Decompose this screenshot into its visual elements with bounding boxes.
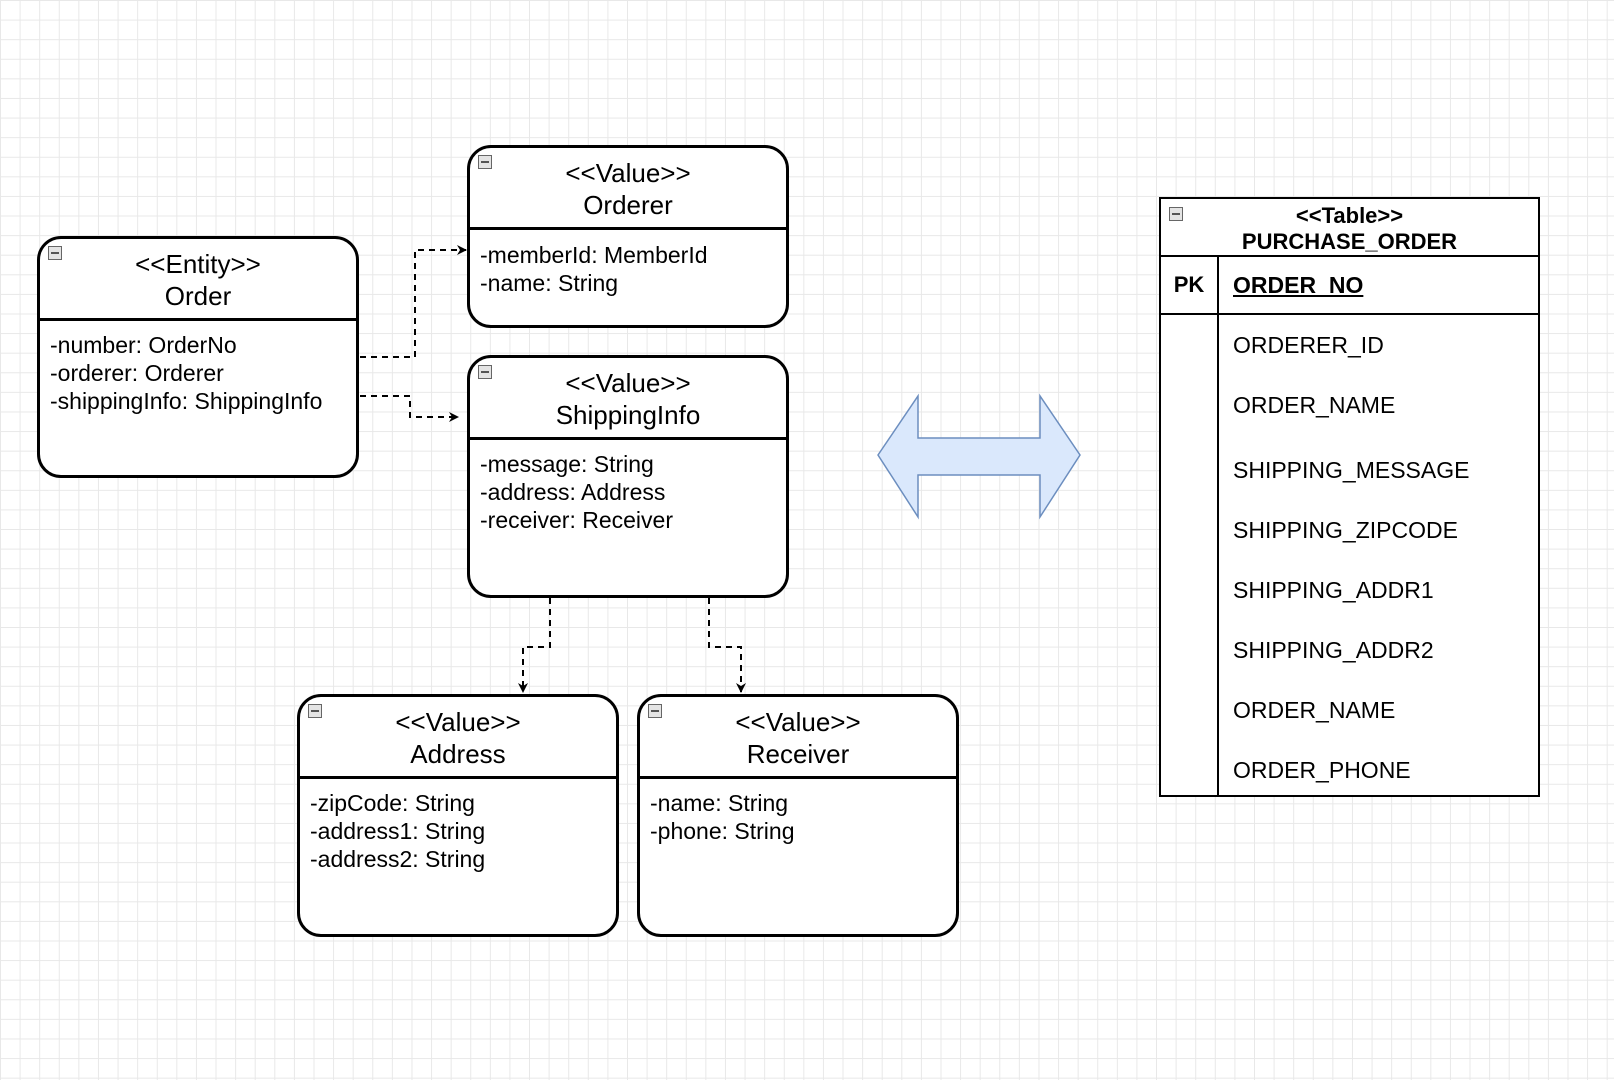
attribute: -number: OrderNo bbox=[50, 332, 237, 358]
minus-box-icon[interactable] bbox=[48, 246, 62, 260]
receiver-attributes: -name: String -phone: String bbox=[640, 779, 956, 845]
attribute: -memberId: MemberId bbox=[480, 242, 708, 268]
shippinginfo-value-class[interactable]: <<Value>> ShippingInfo -message: String … bbox=[467, 355, 789, 598]
primary-key-row[interactable]: PK ORDER_NO bbox=[1161, 257, 1538, 315]
class-name: Address bbox=[410, 739, 506, 769]
class-name: Receiver bbox=[746, 739, 850, 769]
attribute: -address2: String bbox=[310, 846, 486, 872]
table-column[interactable]: SHIPPING_MESSAGE bbox=[1233, 457, 1470, 483]
order-attributes: -number: OrderNo -orderer: Orderer -ship… bbox=[40, 321, 356, 415]
minus-box-icon[interactable] bbox=[648, 704, 662, 718]
table-header: <<Table>> PURCHASE_ORDER bbox=[1161, 199, 1538, 257]
table-stereotype: <<Table>> bbox=[1295, 203, 1404, 228]
shippinginfo-class-header: <<Value>> ShippingInfo bbox=[470, 358, 786, 440]
pk-column-name: ORDER_NO bbox=[1233, 272, 1364, 298]
shippinginfo-attributes: -message: String -address: Address -rece… bbox=[470, 440, 786, 534]
class-stereotype: <<Entity>> bbox=[135, 249, 261, 279]
table-column[interactable]: ORDERER_ID bbox=[1233, 332, 1384, 358]
attribute: -orderer: Orderer bbox=[50, 360, 224, 386]
class-stereotype: <<Value>> bbox=[565, 158, 691, 188]
attribute: -message: String bbox=[480, 451, 654, 477]
order-entity-class[interactable]: <<Entity>> Order -number: OrderNo -order… bbox=[37, 236, 359, 478]
class-stereotype: <<Value>> bbox=[565, 368, 691, 398]
address-attributes: -zipCode: String -address1: String -addr… bbox=[300, 779, 616, 873]
class-name: Order bbox=[164, 281, 232, 311]
attribute: -phone: String bbox=[650, 818, 795, 844]
address-class-header: <<Value>> Address bbox=[300, 697, 616, 779]
purchase-order-table[interactable]: <<Table>> PURCHASE_ORDER PK ORDER_NO ORD… bbox=[1159, 197, 1540, 797]
minus-box-icon[interactable] bbox=[1169, 207, 1183, 221]
table-column[interactable]: SHIPPING_ADDR2 bbox=[1233, 637, 1434, 663]
attribute: -name: String bbox=[650, 790, 789, 816]
dependency-shippinginfo-receiver[interactable] bbox=[708, 598, 746, 693]
column-divider bbox=[1217, 257, 1219, 795]
dependency-shippinginfo-address[interactable] bbox=[518, 598, 551, 693]
minus-box-icon[interactable] bbox=[478, 365, 492, 379]
table-name: PURCHASE_ORDER bbox=[1241, 229, 1458, 254]
class-stereotype: <<Value>> bbox=[735, 707, 861, 737]
table-column[interactable]: ORDER_NAME bbox=[1233, 392, 1396, 418]
dependency-order-shippinginfo[interactable] bbox=[360, 395, 459, 422]
table-column[interactable]: SHIPPING_ADDR1 bbox=[1233, 577, 1434, 603]
pk-label: PK bbox=[1173, 272, 1205, 297]
attribute: -address1: String bbox=[310, 818, 486, 844]
orderer-value-class[interactable]: <<Value>> Orderer -memberId: MemberId -n… bbox=[467, 145, 789, 328]
class-name: ShippingInfo bbox=[555, 400, 701, 430]
table-column[interactable]: SHIPPING_ZIPCODE bbox=[1233, 517, 1458, 543]
orderer-class-header: <<Value>> Orderer bbox=[470, 148, 786, 230]
address-value-class[interactable]: <<Value>> Address -zipCode: String -addr… bbox=[297, 694, 619, 937]
class-stereotype: <<Value>> bbox=[395, 707, 521, 737]
attribute: -address: Address bbox=[480, 479, 666, 505]
receiver-value-class[interactable]: <<Value>> Receiver -name: String -phone:… bbox=[637, 694, 959, 937]
table-column[interactable]: ORDER_NAME bbox=[1233, 697, 1396, 723]
orderer-attributes: -memberId: MemberId -name: String bbox=[470, 230, 786, 297]
table-column[interactable]: ORDER_PHONE bbox=[1233, 757, 1411, 783]
order-class-header: <<Entity>> Order bbox=[40, 239, 356, 321]
attribute: -zipCode: String bbox=[310, 790, 475, 816]
class-name: Orderer bbox=[583, 190, 673, 220]
attribute: -name: String bbox=[480, 270, 619, 296]
receiver-class-header: <<Value>> Receiver bbox=[640, 697, 956, 779]
attribute: -shippingInfo: ShippingInfo bbox=[50, 388, 323, 414]
dependency-order-orderer[interactable] bbox=[360, 245, 467, 358]
attribute: -receiver: Receiver bbox=[480, 507, 673, 533]
minus-box-icon[interactable] bbox=[478, 155, 492, 169]
minus-box-icon[interactable] bbox=[308, 704, 322, 718]
